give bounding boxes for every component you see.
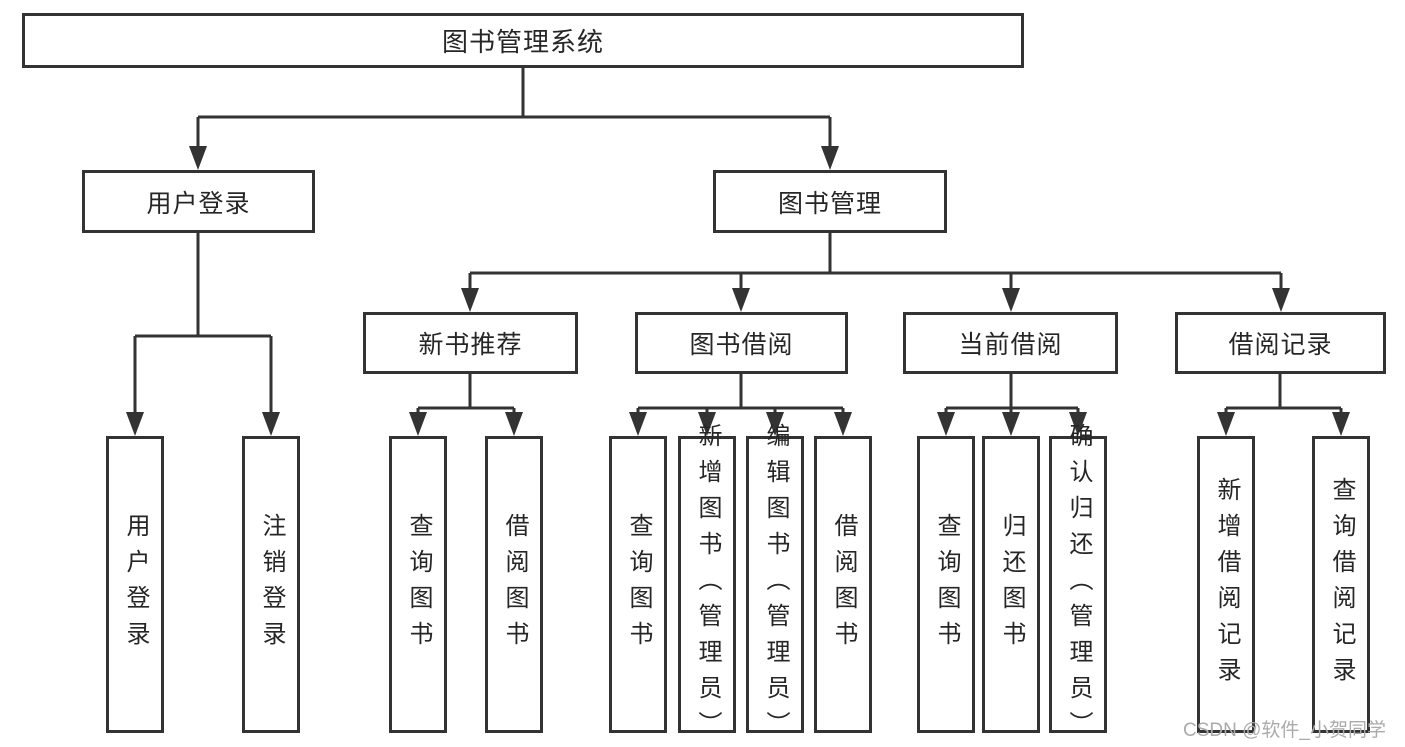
csdn-watermark: CSDN @软件_小贺同学: [1183, 720, 1386, 741]
leaf-logout: 注销登录: [242, 436, 300, 733]
node-label: 新增图书（管理员）: [694, 422, 721, 747]
node-label: 用户登录: [122, 512, 149, 657]
node-label: 借阅图书: [830, 512, 857, 657]
node-label: 新书推荐: [418, 331, 523, 359]
leaf-edit-book-admin: 编辑图书（管理员）: [746, 423, 804, 747]
node-current-borrowing: 当前借阅: [903, 312, 1118, 374]
node-label: 查询图书: [933, 512, 960, 657]
node-user-login: 用户登录: [82, 170, 315, 233]
node-label: 查询图书: [625, 512, 652, 657]
node-label: 用户登录: [146, 189, 251, 218]
node-label: 归还图书: [998, 512, 1025, 657]
node-label: 图书管理: [777, 189, 882, 218]
leaf-query-books-current: 查询图书: [917, 436, 975, 733]
node-label: 查询借阅记录: [1328, 476, 1355, 693]
leaf-add-borrow-record: 新增借阅记录: [1197, 436, 1255, 733]
leaf-borrow-books-borrowing: 借阅图书: [814, 436, 872, 733]
node-label: 编辑图书（管理员）: [762, 422, 789, 747]
node-label: 新增借阅记录: [1213, 476, 1240, 693]
arrowheads: [126, 146, 1350, 436]
leaf-query-books-borrowing: 查询图书: [609, 436, 667, 733]
node-borrowing-records: 借阅记录: [1175, 312, 1386, 374]
node-book-borrowing: 图书借阅: [635, 312, 848, 374]
node-label: 确认归还（管理员）: [1065, 422, 1092, 747]
leaf-return-books: 归还图书: [982, 436, 1040, 733]
leaf-add-book-admin: 新增图书（管理员）: [678, 423, 736, 747]
node-label: 查询图书: [405, 512, 432, 657]
leaf-confirm-return-admin: 确认归还（管理员）: [1049, 423, 1107, 747]
node-label: 图书管理系统: [441, 27, 604, 57]
node-library-management-system: 图书管理系统: [22, 13, 1024, 68]
node-label: 当前借阅: [958, 331, 1063, 359]
node-label: 借阅图书: [501, 512, 528, 657]
node-label: 借阅记录: [1228, 331, 1333, 359]
leaf-query-books-recommend: 查询图书: [389, 436, 447, 733]
node-label: 注销登录: [258, 512, 285, 657]
leaf-borrow-books-recommend: 借阅图书: [485, 436, 543, 733]
node-book-management: 图书管理: [713, 170, 947, 233]
leaf-query-borrow-record: 查询借阅记录: [1312, 436, 1370, 733]
node-new-book-recommend: 新书推荐: [363, 312, 578, 374]
leaf-user-login: 用户登录: [106, 436, 164, 733]
node-label: 图书借阅: [689, 331, 794, 359]
